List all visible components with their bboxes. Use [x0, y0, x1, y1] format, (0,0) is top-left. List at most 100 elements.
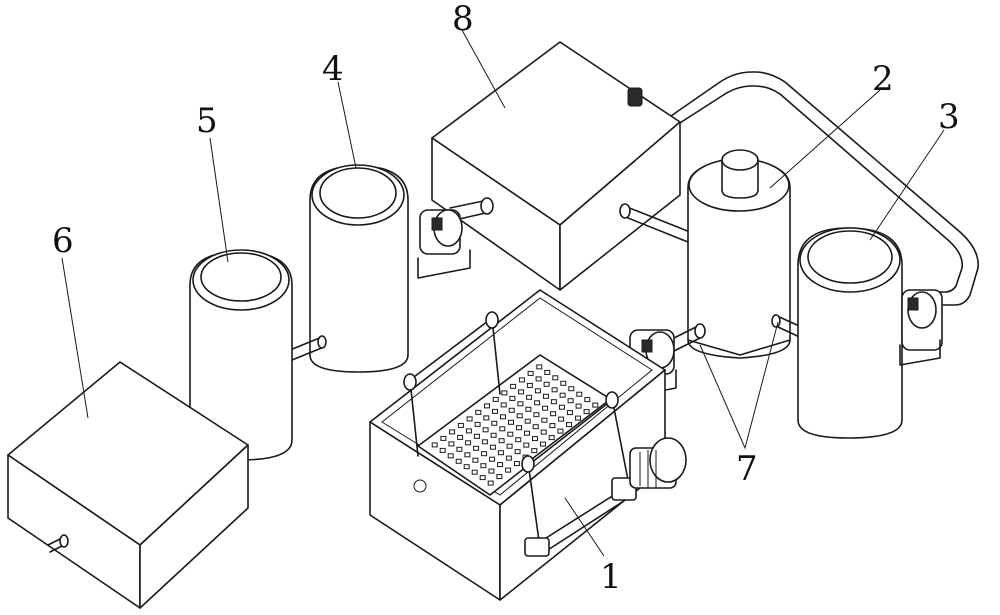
- mesh-hole: [566, 422, 573, 428]
- mesh-hole: [509, 395, 516, 401]
- pump-3: [899, 289, 943, 366]
- label-2: 2: [872, 59, 894, 99]
- mesh-hole: [505, 455, 512, 461]
- label-1: 1: [600, 557, 622, 597]
- mesh-hole: [592, 402, 599, 408]
- tank-4: [309, 164, 409, 373]
- mesh-hole: [542, 393, 549, 399]
- mesh-hole: [518, 389, 525, 395]
- mesh-hole: [474, 421, 481, 427]
- mesh-hole: [557, 428, 564, 434]
- mesh-hole: [540, 441, 546, 447]
- mesh-hole: [574, 415, 581, 421]
- mesh-hole: [508, 419, 514, 425]
- label-3: 3: [938, 97, 960, 137]
- mesh-hole: [497, 450, 504, 456]
- mesh-hole: [475, 409, 482, 415]
- mesh-hole: [552, 375, 559, 381]
- label-5: 5: [196, 101, 218, 141]
- pipe-loop: [667, 71, 979, 306]
- mesh-hole: [544, 369, 551, 375]
- pipe-5-4: [289, 336, 325, 361]
- mesh-hole: [457, 422, 464, 428]
- mesh-hole: [560, 380, 567, 386]
- mesh-hole: [568, 386, 575, 392]
- mesh-hole: [484, 403, 490, 409]
- mesh-hole: [500, 414, 506, 420]
- mesh-hole: [525, 406, 532, 412]
- mesh-hole: [533, 412, 540, 418]
- mesh-hole: [491, 420, 498, 426]
- mesh-hole: [499, 426, 506, 432]
- mesh-hole: [466, 416, 473, 422]
- mesh-hole: [501, 390, 508, 396]
- mesh-hole: [490, 432, 497, 438]
- box-1: [369, 289, 687, 601]
- mesh-hole: [481, 451, 488, 457]
- mesh-hole: [548, 435, 555, 441]
- mesh-hole: [536, 364, 543, 370]
- mesh-hole: [457, 434, 464, 440]
- mesh-hole: [508, 407, 515, 413]
- mesh-holes: [431, 364, 599, 486]
- mesh-hole: [524, 430, 530, 436]
- mesh-hole: [489, 456, 496, 462]
- mesh-hole: [550, 411, 557, 417]
- mesh-hole: [523, 442, 530, 448]
- mesh-hole: [532, 436, 538, 442]
- mesh-hole: [482, 427, 489, 433]
- mesh-hole: [497, 462, 504, 468]
- mesh-hole: [481, 439, 488, 445]
- mesh-hole: [526, 382, 533, 388]
- mesh-hole: [488, 468, 495, 474]
- mesh-hole: [540, 429, 547, 435]
- mesh-hole: [473, 445, 480, 451]
- mesh-hole: [549, 423, 556, 429]
- mesh-hole: [479, 475, 486, 481]
- mesh-hole: [447, 453, 454, 459]
- mesh-hole: [541, 417, 548, 423]
- mesh-hole: [534, 388, 541, 394]
- mesh-hole: [558, 404, 565, 410]
- mesh-hole: [516, 425, 522, 431]
- mesh-hole: [506, 443, 513, 449]
- label-4: 4: [322, 49, 344, 89]
- mesh-hole: [535, 376, 542, 382]
- mesh-hole: [473, 433, 480, 439]
- mesh-hole: [510, 383, 517, 389]
- mesh-hole: [526, 394, 533, 400]
- mesh-hole: [518, 377, 525, 383]
- mesh-hole: [489, 444, 496, 450]
- mesh-hole: [527, 370, 534, 376]
- mesh-hole: [513, 461, 520, 467]
- box-8: [431, 41, 691, 291]
- mesh-hole: [559, 392, 566, 398]
- mesh-hole: [431, 442, 438, 448]
- mesh-hole: [487, 480, 494, 486]
- tank-3: [797, 227, 903, 439]
- mesh-hole: [542, 405, 549, 411]
- mesh-hole: [492, 396, 499, 402]
- mesh-hole: [492, 408, 498, 414]
- mesh-hole: [500, 402, 507, 408]
- mesh-hole: [534, 400, 541, 406]
- mesh-hole: [567, 398, 574, 404]
- mesh-hole: [551, 387, 558, 393]
- label-6: 6: [52, 221, 74, 261]
- mesh-hole: [505, 467, 512, 473]
- mesh-hole: [465, 440, 472, 446]
- tank-5: [189, 249, 293, 461]
- mesh-hole: [531, 448, 538, 454]
- mesh-hole: [480, 463, 487, 469]
- mesh-hole: [455, 458, 462, 464]
- mesh-hole: [448, 441, 455, 447]
- mesh-hole: [472, 457, 479, 463]
- mesh-hole: [550, 399, 557, 405]
- mesh-hole: [566, 410, 573, 416]
- mesh-hole: [471, 469, 478, 475]
- mesh-hole: [517, 401, 524, 407]
- mesh-hole: [575, 403, 582, 409]
- mesh-hole: [463, 464, 470, 470]
- pump-4-8: [417, 197, 494, 279]
